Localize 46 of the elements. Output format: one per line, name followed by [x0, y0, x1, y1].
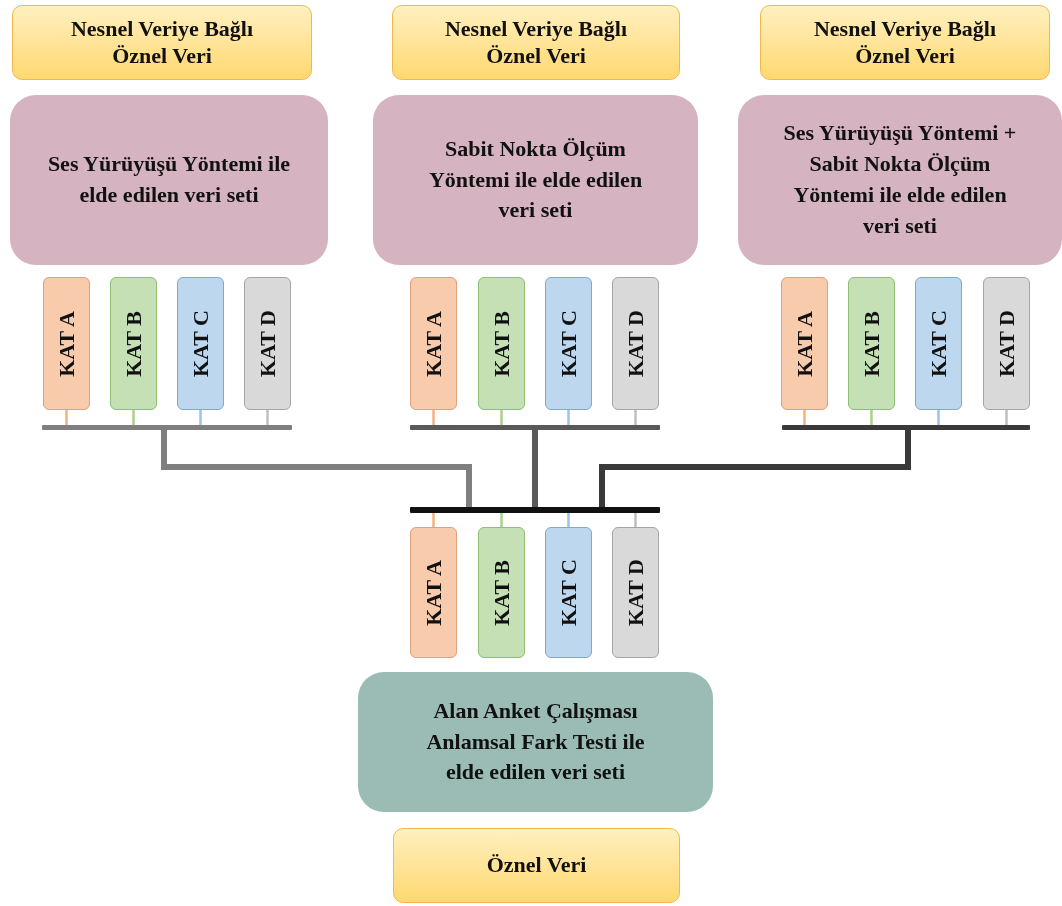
bus-bar — [42, 425, 292, 430]
method-box: Sabit Nokta Ölçüm Yöntemi ile elde edilen veri seti — [373, 95, 698, 265]
category-bar: KAT C — [177, 277, 224, 410]
connector-line — [161, 430, 472, 507]
connector-line — [870, 410, 873, 425]
category-bar: KAT B — [110, 277, 157, 410]
bus-bar — [410, 507, 660, 513]
connector-line — [567, 513, 570, 527]
category-bar: KAT C — [545, 277, 592, 410]
connector-line — [634, 410, 637, 425]
category-bar: KAT C — [915, 277, 962, 410]
bus-bar — [410, 425, 660, 430]
connector-line — [937, 410, 940, 425]
connector-line — [803, 410, 806, 425]
category-bar: KAT D — [244, 277, 291, 410]
method-box: Ses Yürüyüşü Yöntemi + Sabit Nokta Ölçüm Yöntemi ile elde edilen veri seti — [738, 95, 1062, 265]
connector-line — [266, 410, 269, 425]
category-bar: KAT B — [478, 277, 525, 410]
connector-line — [65, 410, 68, 425]
connector-line — [1005, 410, 1008, 425]
label-box: Nesnel Veriye Bağlı Öznel Veri — [760, 5, 1050, 80]
connector-line — [634, 513, 637, 527]
category-bar: KAT A — [43, 277, 90, 410]
category-bar: KAT D — [612, 527, 659, 658]
connector-line — [500, 410, 503, 425]
connector-line — [567, 410, 570, 425]
category-bar: KAT B — [478, 527, 525, 658]
label-box: Nesnel Veriye Bağlı Öznel Veri — [12, 5, 312, 80]
connector-line — [432, 410, 435, 425]
category-bar: KAT A — [410, 527, 457, 658]
bus-bar — [782, 425, 1030, 430]
label-box: Nesnel Veriye Bağlı Öznel Veri — [392, 5, 680, 80]
connector-line — [532, 430, 538, 507]
category-bar: KAT B — [848, 277, 895, 410]
connector-line — [199, 410, 202, 425]
connector-line — [500, 513, 503, 527]
category-bar: KAT A — [781, 277, 828, 410]
category-bar: KAT D — [612, 277, 659, 410]
connector-line — [432, 513, 435, 527]
connector-line — [132, 410, 135, 425]
category-bar: KAT A — [410, 277, 457, 410]
label-box: Öznel Veri — [393, 828, 680, 903]
category-bar: KAT C — [545, 527, 592, 658]
method-box: Ses Yürüyüşü Yöntemi ile elde edilen veri seti — [10, 95, 328, 265]
survey-box: Alan Anket Çalışması Anlamsal Fark Testi ile elde edilen veri seti — [358, 672, 713, 812]
category-bar: KAT D — [983, 277, 1030, 410]
